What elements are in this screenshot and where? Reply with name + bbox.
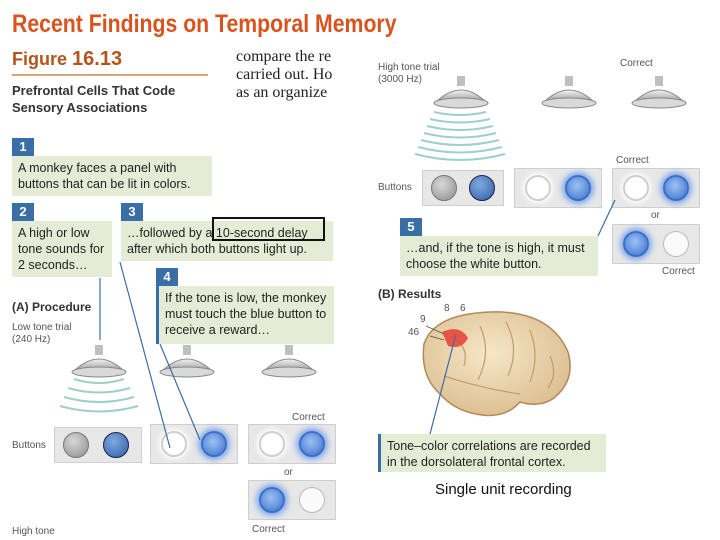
- button-panel-lit: [514, 168, 602, 208]
- step-2-caption: A high or low tone sounds for 2 seconds…: [12, 221, 112, 277]
- footer-caption: Single unit recording: [435, 481, 572, 498]
- figure-word: Figure: [12, 49, 68, 69]
- button-panel-alt: [248, 480, 336, 520]
- high-tone-label-cut: High tone: [12, 526, 55, 537]
- delay-highlight-box: [212, 217, 325, 241]
- area-label: 8: [444, 303, 450, 314]
- cropped-body-text: compare the re carried out. Ho as an org…: [236, 48, 333, 101]
- white-button-icon: [623, 175, 649, 201]
- button-panel-correct: [248, 424, 336, 464]
- correct-label: Correct: [616, 155, 649, 166]
- correct-label: Correct: [620, 58, 653, 69]
- button-panel: [422, 170, 504, 206]
- blue-button-icon: [565, 175, 591, 201]
- white-button-icon: [299, 487, 325, 513]
- blue-button-icon: [103, 432, 129, 458]
- area-label: 6: [460, 303, 466, 314]
- button-panel-correct: [612, 168, 700, 208]
- correct-label: Correct: [662, 266, 695, 277]
- high-tone-label: High tone trial (3000 Hz): [378, 62, 440, 85]
- figure-number: 16.13: [72, 48, 123, 70]
- gray-button-icon: [63, 432, 89, 458]
- step-3-number: 3: [121, 203, 143, 221]
- step-1-caption: A monkey faces a panel with buttons that…: [12, 156, 212, 196]
- blue-button-icon: [623, 231, 649, 257]
- slide-title: Recent Findings on Temporal Memory: [12, 10, 397, 38]
- step-4-number: 4: [156, 268, 178, 286]
- blue-button-icon: [469, 175, 495, 201]
- low-tone-label: Low tone trial (240 Hz): [12, 322, 72, 345]
- step-4-caption: If the tone is low, the monkey must touc…: [156, 286, 334, 344]
- white-button-icon: [663, 231, 689, 257]
- or-label: or: [651, 210, 660, 221]
- step-5-number: 5: [400, 218, 422, 236]
- monkey-brain-illustration: [422, 311, 571, 417]
- blue-button-icon: [259, 487, 285, 513]
- correct-label: Correct: [252, 524, 285, 535]
- step-2-number: 2: [12, 203, 34, 221]
- gray-button-icon: [431, 175, 457, 201]
- procedure-heading: (A) Procedure: [12, 300, 92, 314]
- figure-subtitle: Prefrontal Cells That Code Sensory Assoc…: [12, 83, 176, 115]
- step-1-number: 1: [12, 138, 34, 156]
- sound-waves-icon: [59, 378, 139, 413]
- results-heading: (B) Results: [378, 287, 442, 301]
- blue-button-icon: [299, 431, 325, 457]
- step-5-caption: …and, if the tone is high, it must choos…: [400, 236, 598, 276]
- white-button-icon: [525, 175, 551, 201]
- buttons-label: Buttons: [378, 182, 412, 193]
- or-label: or: [284, 467, 293, 478]
- blue-button-icon: [663, 175, 689, 201]
- white-button-icon: [161, 431, 187, 457]
- area-label: 46: [408, 327, 420, 338]
- figure-rule: [12, 74, 208, 76]
- correct-label: Correct: [292, 412, 325, 423]
- button-panel-alt: [612, 224, 700, 264]
- figure-label: Figure 16.13: [12, 48, 122, 71]
- buttons-label: Buttons: [12, 440, 46, 451]
- blue-button-icon: [201, 431, 227, 457]
- button-panel: [54, 427, 142, 463]
- button-panel-lit: [150, 424, 238, 464]
- white-button-icon: [259, 431, 285, 457]
- sound-waves-icon: [414, 111, 506, 161]
- results-caption: Tone–color correlations are recorded in …: [378, 434, 606, 472]
- area-label: 9: [420, 314, 426, 325]
- step-3-caption: …followed by a 10-second delay after whi…: [121, 221, 333, 261]
